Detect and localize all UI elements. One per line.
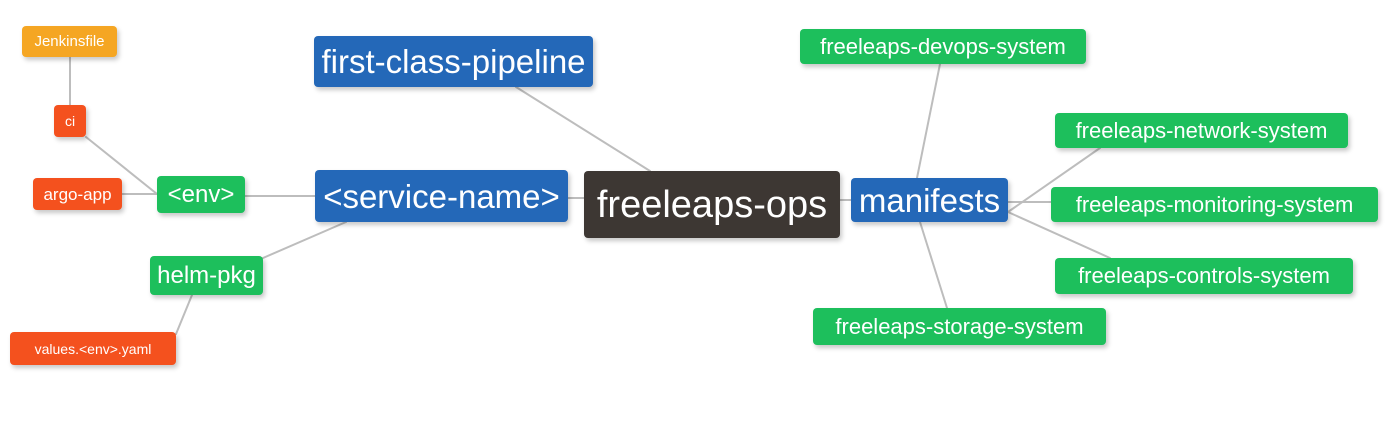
node-label: freeleaps-storage-system xyxy=(835,313,1084,339)
edge-manifests-to-devops-system xyxy=(916,63,941,179)
edge-helm-pkg-to-service-name xyxy=(262,221,347,259)
node-manifests[interactable]: manifests xyxy=(851,178,1008,222)
node-label: first-class-pipeline xyxy=(321,43,586,80)
node-storage-system[interactable]: freeleaps-storage-system xyxy=(813,308,1106,345)
node-values-yaml[interactable]: values.<env>.yaml xyxy=(10,332,176,365)
node-devops-system[interactable]: freeleaps-devops-system xyxy=(800,29,1086,64)
node-label: values.<env>.yaml xyxy=(34,340,152,357)
node-helm-pkg[interactable]: helm-pkg xyxy=(150,256,263,295)
node-label: Jenkinsfile xyxy=(34,33,105,50)
node-freeleaps-ops[interactable]: freeleaps-ops xyxy=(584,171,840,238)
node-network-system[interactable]: freeleaps-network-system xyxy=(1055,113,1348,148)
edge-values-yaml-to-helm-pkg xyxy=(175,294,193,335)
node-monitoring-system[interactable]: freeleaps-monitoring-system xyxy=(1051,187,1378,222)
node-controls-system[interactable]: freeleaps-controls-system xyxy=(1055,258,1353,294)
node-label: freeleaps-controls-system xyxy=(1078,263,1330,288)
node-service-name[interactable]: <service-name> xyxy=(315,170,568,222)
node-first-class-pipeline[interactable]: first-class-pipeline xyxy=(314,36,593,87)
node-label: freeleaps-monitoring-system xyxy=(1075,191,1354,217)
node-argo-app[interactable]: argo-app xyxy=(33,178,122,210)
node-label: freeleaps-network-system xyxy=(1075,117,1328,143)
node-label: helm-pkg xyxy=(157,261,256,289)
node-label: argo-app xyxy=(43,184,112,204)
node-env[interactable]: <env> xyxy=(157,176,245,213)
node-label: <service-name> xyxy=(323,177,560,215)
node-label: ci xyxy=(64,113,76,129)
edge-manifests-to-storage-system xyxy=(919,221,948,309)
node-label: freeleaps-devops-system xyxy=(820,33,1066,59)
node-ci[interactable]: ci xyxy=(54,105,86,137)
node-jenkinsfile[interactable]: Jenkinsfile xyxy=(22,26,117,57)
node-label: <env> xyxy=(167,180,235,208)
node-label: freeleaps-ops xyxy=(596,183,828,226)
node-label: manifests xyxy=(858,181,1001,219)
edge-first-class-pipeline-to-freeleaps-ops xyxy=(515,86,651,172)
